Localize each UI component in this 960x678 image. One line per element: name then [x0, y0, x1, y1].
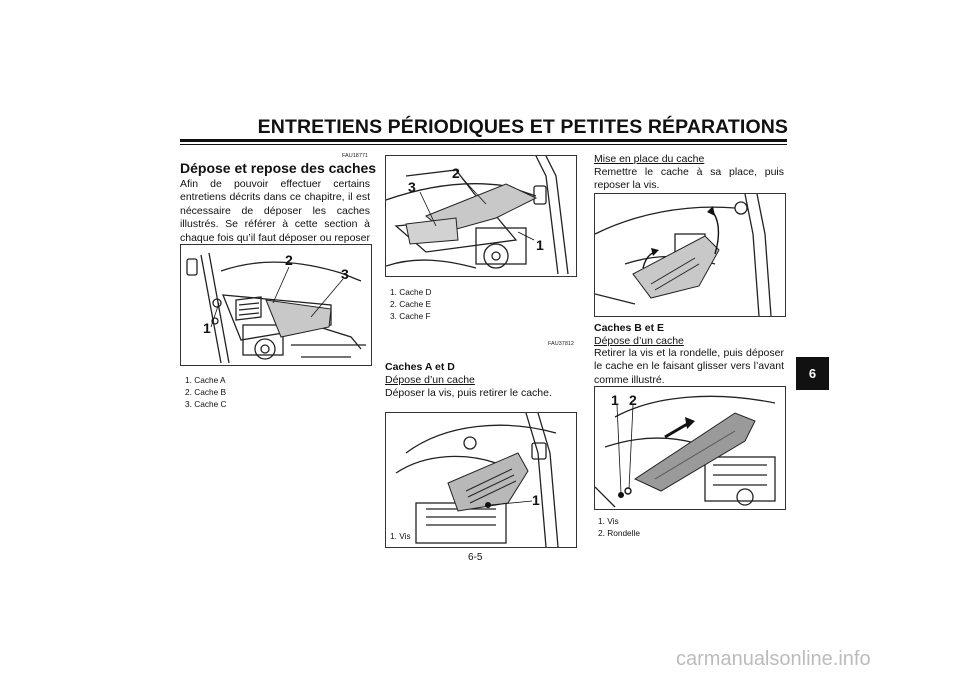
reference-code: FAU18771: [342, 153, 368, 159]
page-header-title: ENTRETIENS PÉRIODIQUES ET PETITES RÉPARA…: [257, 116, 788, 138]
caption-item: 2. Cache E: [390, 299, 432, 309]
callout-1: 1: [532, 492, 540, 508]
subsection-heading: Caches A et D: [385, 361, 455, 373]
caption-item: 1. Vis: [598, 516, 619, 526]
caption-item: 1. Cache D: [390, 287, 432, 297]
subsection-heading: Caches B et E: [594, 322, 665, 334]
cache-a-install-illustration: [595, 194, 772, 316]
caption-list-right: 1. Vis 2. Rondelle: [598, 515, 640, 539]
caption-item: 1. Vis: [390, 531, 411, 541]
page-number: 6-5: [468, 552, 483, 563]
procedure-text: Déposer la vis, puis retirer le cache.: [385, 387, 552, 399]
callout-1: 1: [536, 237, 544, 253]
cache-a-removal-illustration: 1: [395, 413, 559, 547]
figure-cache-a-screw: 1: [385, 412, 577, 548]
callout-1: 1: [203, 320, 211, 336]
procedure-text: Remettre le cache à sa place, puis repos…: [594, 166, 784, 192]
motorcycle-left-side-illustration: 2 3 1: [186, 252, 366, 364]
callout-2: 2: [629, 392, 637, 408]
motorcycle-right-side-illustration: 3 2 1: [386, 156, 569, 275]
caption-item: 2. Cache B: [185, 387, 227, 397]
figure-caches-def: 3 2 1: [385, 155, 577, 277]
procedure-heading: Dépose d’un cache: [385, 374, 475, 386]
figure-cache-a-install: [594, 193, 786, 317]
caption-item: 1. Cache A: [185, 375, 226, 385]
figure-caches-abc: 2 3 1: [180, 244, 372, 366]
intro-paragraph: Afin de pouvoir effectuer certains entre…: [180, 178, 370, 257]
header-rule-thick: [180, 139, 787, 142]
caption-list-middle: 1. Cache D 2. Cache E 3. Cache F: [390, 286, 432, 322]
procedure-text: Retirer la vis et la rondelle, puis dépo…: [594, 347, 784, 386]
caption-item: 3. Cache F: [390, 311, 431, 321]
caption-item: 2. Rondelle: [598, 528, 640, 538]
reference-code: FAU37812: [548, 341, 574, 347]
caption-list-middle-2: 1. Vis: [390, 530, 411, 542]
procedure-heading: Mise en place du cache: [594, 153, 705, 165]
section-title: Dépose et repose des caches: [180, 160, 377, 176]
caption-item: 3. Cache C: [185, 399, 227, 409]
callout-3: 3: [341, 266, 349, 282]
cache-b-removal-illustration: 1 2: [595, 392, 776, 508]
callout-2: 2: [452, 165, 460, 181]
caption-list-left: 1. Cache A 2. Cache B 3. Cache C: [185, 374, 227, 410]
chapter-tab: 6: [796, 357, 829, 390]
figure-cache-b-removal: 1 2: [594, 386, 786, 510]
procedure-heading: Dépose d’un cache: [594, 335, 684, 347]
watermark: carmanualsonline.info: [676, 648, 871, 670]
header-rule-thin: [180, 144, 787, 145]
callout-3: 3: [408, 179, 416, 195]
callout-2: 2: [285, 252, 293, 268]
callout-1: 1: [611, 392, 619, 408]
